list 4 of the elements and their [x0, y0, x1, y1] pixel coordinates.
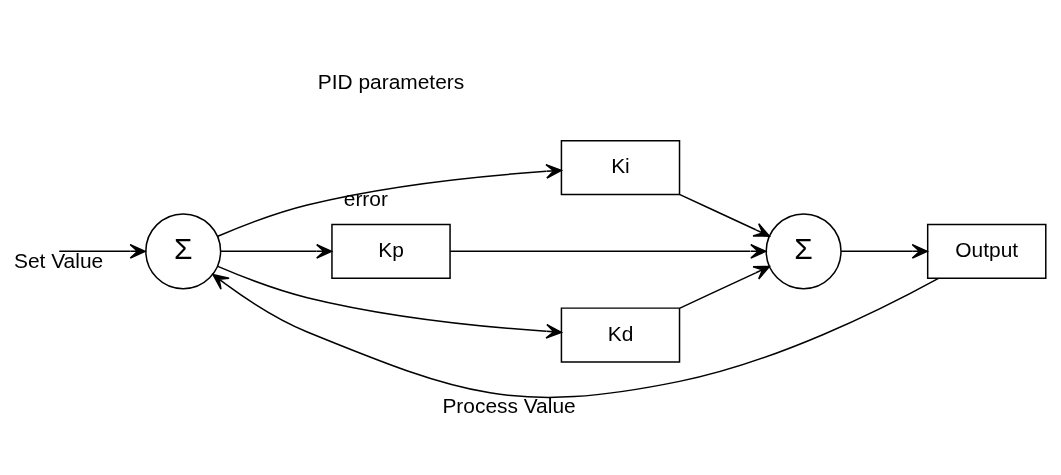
edge-label: Set Value	[14, 248, 104, 272]
edge-label: error	[343, 186, 388, 210]
label: PID parameters	[317, 69, 465, 93]
edge-label: Process Value	[442, 393, 576, 417]
